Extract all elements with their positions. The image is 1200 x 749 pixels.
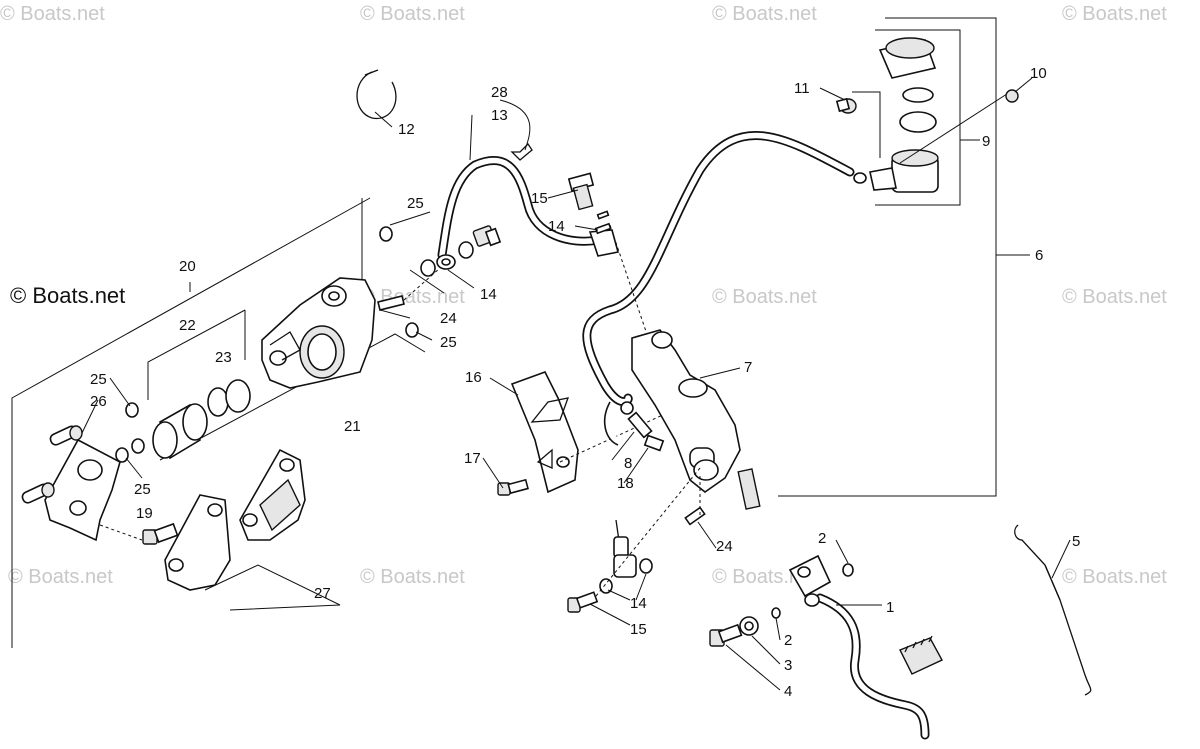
pin xyxy=(594,222,612,235)
washer xyxy=(125,402,139,418)
callout-22: 22 xyxy=(179,317,196,334)
crush-washer xyxy=(420,259,436,277)
watermark: © Boats.net xyxy=(360,286,465,308)
callout-19: 19 xyxy=(136,505,153,522)
hose-fitting xyxy=(627,411,665,452)
callout-25: 25 xyxy=(407,195,424,212)
callout-7: 7 xyxy=(744,359,752,376)
master-cylinder xyxy=(603,329,761,510)
washer xyxy=(115,447,129,463)
callout-25: 25 xyxy=(90,371,107,388)
watermark-layer: © Boats.net © Boats.net © Boats.net © Bo… xyxy=(0,3,1167,588)
callout-17: 17 xyxy=(464,450,481,467)
heat-shield xyxy=(510,371,579,494)
callout-24: 24 xyxy=(440,310,457,327)
caliper-piston xyxy=(152,403,208,460)
return-spring xyxy=(1014,524,1092,696)
lower-banjo xyxy=(567,519,653,613)
callout-21: 21 xyxy=(344,418,361,435)
washer xyxy=(405,322,419,338)
watermark: © Boats.net xyxy=(1062,3,1167,25)
shield-bolt xyxy=(497,478,529,496)
hose-clip xyxy=(510,142,533,161)
watermark: © Boats.net xyxy=(0,3,105,25)
pin xyxy=(596,210,610,220)
callout-14: 14 xyxy=(480,286,497,303)
banjo-bolt xyxy=(567,172,595,211)
callout-15: 15 xyxy=(630,621,647,638)
washer xyxy=(744,621,754,631)
watermark: © Boats.net xyxy=(1062,566,1167,588)
washer xyxy=(131,438,145,454)
fluid-reservoir xyxy=(853,37,939,193)
callout-9: 9 xyxy=(982,133,990,150)
callout-26: 26 xyxy=(90,393,107,410)
callout-18: 18 xyxy=(617,475,634,492)
caliper-bracket xyxy=(21,425,121,542)
callout-20: 20 xyxy=(179,258,196,275)
cotter-pin xyxy=(771,607,781,619)
cap-screw xyxy=(835,97,857,114)
callout-3: 3 xyxy=(784,657,792,674)
watermark: © Boats.net xyxy=(8,566,113,588)
callout-4: 4 xyxy=(784,683,792,700)
callout-12: 12 xyxy=(398,121,415,138)
callout-15: 15 xyxy=(531,190,548,207)
callout-8: 8 xyxy=(624,455,632,472)
watermark: © Boats.net xyxy=(712,286,817,308)
watermark: © Boats.net xyxy=(360,566,465,588)
callout-16: 16 xyxy=(465,369,482,386)
callout-14: 14 xyxy=(630,595,647,612)
brake-line xyxy=(436,156,619,270)
caliper-housing xyxy=(261,277,376,389)
callout-2: 2 xyxy=(818,530,826,547)
callout-24: 24 xyxy=(716,538,733,555)
banjo-bolt xyxy=(472,225,502,247)
callout-25: 25 xyxy=(134,481,151,498)
watermark: © Boats.net xyxy=(360,3,465,25)
retaining-ring xyxy=(356,69,397,120)
callout-14: 14 xyxy=(548,218,565,235)
callout-1: 1 xyxy=(886,599,894,616)
callout-10: 10 xyxy=(1030,65,1047,82)
callout-labels: 1 2 2 3 4 5 6 7 8 9 10 11 12 13 14 14 14… xyxy=(90,65,1080,700)
callout-27: 27 xyxy=(314,585,331,602)
brand-label: © Boats.net xyxy=(10,283,125,308)
mounting-bolt xyxy=(142,522,179,545)
brake-pedal xyxy=(788,554,943,740)
washer xyxy=(379,226,393,242)
pivot-bolt xyxy=(709,623,743,647)
callout-5: 5 xyxy=(1072,533,1080,550)
bleeder-valve xyxy=(377,295,405,311)
leader-lines xyxy=(81,77,1071,691)
callout-2: 2 xyxy=(784,632,792,649)
piston-seals xyxy=(207,379,251,417)
crush-washer xyxy=(458,241,474,259)
group-brackets xyxy=(11,17,1030,648)
callout-25: 25 xyxy=(440,334,457,351)
callout-13: 13 xyxy=(491,107,508,124)
callout-6: 6 xyxy=(1035,247,1043,264)
washer xyxy=(1005,89,1019,103)
watermark: © Boats.net xyxy=(1062,286,1167,308)
callout-11: 11 xyxy=(794,80,810,97)
callout-28: 28 xyxy=(491,84,508,101)
cotter-pin xyxy=(842,563,854,577)
callout-23: 23 xyxy=(215,349,232,366)
brake-pads xyxy=(164,448,306,591)
watermark: © Boats.net xyxy=(712,3,817,25)
master-cylinder-hose xyxy=(582,131,855,407)
bleeder-valve xyxy=(684,506,706,526)
